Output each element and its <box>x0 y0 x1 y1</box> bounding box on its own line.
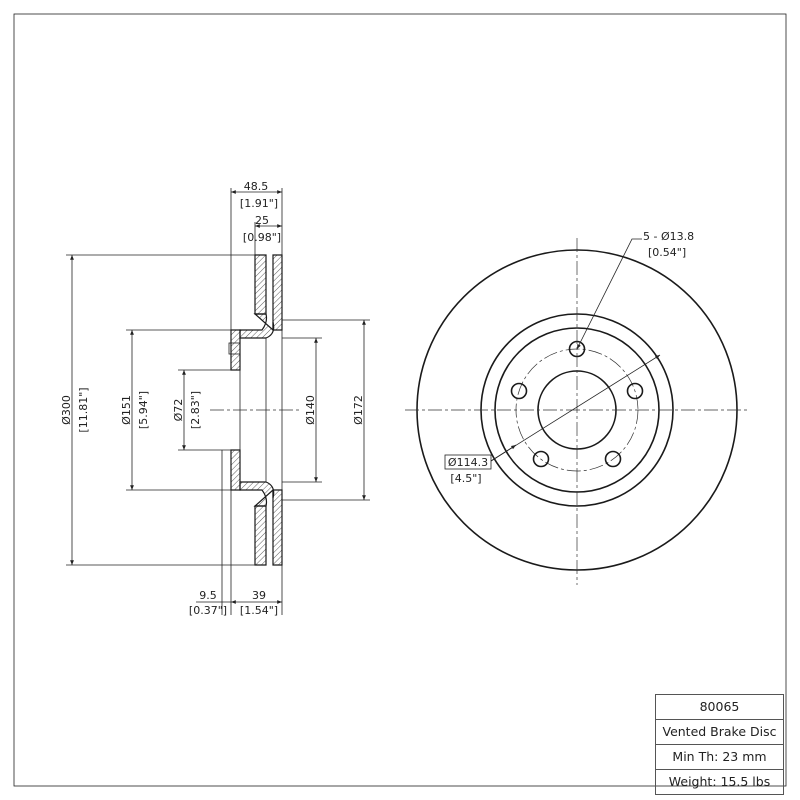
drawing-border <box>13 13 787 787</box>
part-number: 80065 <box>655 694 784 719</box>
dim-hat-offset: 9.5 <box>199 589 217 602</box>
bolt-hole <box>604 450 622 468</box>
dim-inner-diameter-140: Ø140 <box>304 395 317 425</box>
dim-rotor-thickness-in: [0.98"] <box>243 231 281 244</box>
callout-bolt-circle: Ø114.3 <box>448 456 488 469</box>
dim-hat-diameter: Ø151 <box>120 395 133 425</box>
hat-face-lower <box>230 449 241 491</box>
rotor-lower-outboard-plate <box>254 505 267 566</box>
callout-bolt-holes: 5 - Ø13.8 <box>643 230 694 243</box>
rotor-upper-outboard-plate <box>254 254 267 315</box>
weight: Weight: 15.5 lbs <box>655 769 784 795</box>
hat-neck-upper <box>239 313 275 339</box>
dim-center-bore: Ø72 <box>172 399 185 422</box>
front-view: 5 - Ø13.8 [0.54"] Ø114.3 [4.5"] <box>405 230 750 585</box>
bolt-circle-label-box <box>444 454 492 470</box>
side-section-view: 48.5 [1.91"] 25 [0.98"] Ø300 [11.81"] Ø1… <box>60 180 370 617</box>
dim-hat-depth: 39 <box>252 589 266 602</box>
dim-hat-depth-in: [1.54"] <box>240 604 278 617</box>
hat-neck-lower <box>239 481 275 507</box>
hat-face-upper <box>230 329 241 371</box>
dim-hat-offset-in: [0.37"] <box>189 604 227 617</box>
title-block: 80065 Vented Brake Disc Min Th: 23 mm We… <box>655 694 784 795</box>
part-description: Vented Brake Disc <box>655 719 784 744</box>
dim-overall-thickness-in: [1.91"] <box>240 197 278 210</box>
callout-bolt-circle-in: [4.5"] <box>450 472 481 485</box>
dim-hat-diameter-in: [5.94"] <box>137 391 150 429</box>
min-thickness: Min Th: 23 mm <box>655 744 784 769</box>
dim-outer-diameter-in: [11.81"] <box>77 387 90 432</box>
bolt-hole <box>510 382 528 400</box>
rotor-upper-inboard-plate <box>272 254 283 331</box>
dim-inner-diameter-172: Ø172 <box>352 395 365 425</box>
hat-bolt-hole <box>228 342 241 355</box>
dim-overall-thickness: 48.5 <box>244 180 269 193</box>
rotor-lower-inboard-plate <box>272 489 283 566</box>
dim-rotor-thickness: 25 <box>255 214 269 227</box>
dim-center-bore-in: [2.83"] <box>189 391 202 429</box>
bolt-hole <box>532 450 550 468</box>
bolt-hole <box>626 382 644 400</box>
dim-outer-diameter: Ø300 <box>60 395 73 425</box>
callout-bolt-holes-in: [0.54"] <box>648 246 686 259</box>
